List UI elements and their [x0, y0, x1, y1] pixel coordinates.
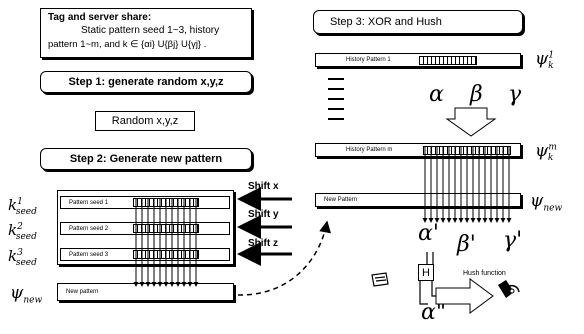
shared-secrets-box: Tag and server share: Static pattern see…: [40, 8, 252, 58]
hash-function-box: H: [418, 264, 434, 281]
reader-device-icon: [498, 280, 519, 298]
random-xyz-box: Random x,y,z: [95, 111, 195, 131]
right-xor-arrows: [425, 146, 509, 222]
new-pattern-symbol-left: ψnew: [10, 283, 42, 305]
alpha-symbol: α: [429, 82, 444, 107]
pattern-seed-1-bits: [133, 198, 199, 207]
dashed-flow-arrow: [238, 222, 327, 295]
history-ellipsis: [328, 79, 344, 119]
history-pattern-1-bar: History Pattern 1: [315, 53, 521, 67]
pattern-seed-3-bits: [133, 250, 199, 259]
shift-z-label: Shift z: [248, 238, 278, 249]
history-pattern-m-bits: [423, 146, 511, 155]
step3-box: Step 3: XOR and Hush: [313, 10, 523, 34]
gamma-prime-symbol: γ': [503, 228, 522, 253]
shared-secrets-line1: Static pattern seed 1~3, history: [81, 25, 219, 36]
step2-label: Step 2: Generate new pattern: [70, 153, 222, 165]
shared-secrets-line2: pattern 1~m, and k ∈ {αi} U{βj} U{γj} .: [48, 39, 206, 50]
hash-input-pipe: [427, 252, 433, 264]
step3-label: Step 3: XOR and Hush: [330, 16, 442, 28]
history-m-symbol: ψmk: [535, 141, 553, 163]
seed1-symbol: k1seed: [8, 195, 37, 219]
left-new-pattern-bar: New pattern: [57, 283, 234, 301]
step1-label: Step 1: generate random x,y,z: [68, 76, 223, 88]
card-icon: [372, 273, 388, 286]
history-pattern-1-bits: [419, 56, 477, 65]
shared-secrets-heading: Tag and server share:: [48, 12, 151, 23]
random-xyz-label: Random x,y,z: [112, 115, 178, 127]
beta-prime-symbol: β': [457, 232, 476, 257]
step1-box: Step 1: generate random x,y,z: [40, 71, 252, 93]
step2-box: Step 2: Generate new pattern: [40, 148, 252, 170]
alpha-prime-symbol: α': [418, 221, 439, 246]
beta-symbol: β: [470, 82, 483, 107]
gamma-symbol: γ: [508, 82, 521, 107]
seed3-symbol: k3seed: [8, 246, 37, 270]
alpha-double-prime-symbol: α": [421, 300, 446, 325]
hollow-down-arrow: [447, 108, 495, 136]
right-new-pattern-bar: New Pattern: [315, 193, 521, 207]
right-new-pattern-symbol: ψnew: [530, 191, 562, 213]
seed2-symbol: k2seed: [8, 220, 37, 244]
hash-function-label: Hush function: [463, 270, 506, 277]
shift-y-label: Shift y: [248, 209, 279, 220]
history-1-symbol: ψ1k: [535, 49, 554, 71]
pattern-seed-2-bits: [133, 224, 199, 233]
shift-x-label: Shift x: [248, 181, 279, 192]
